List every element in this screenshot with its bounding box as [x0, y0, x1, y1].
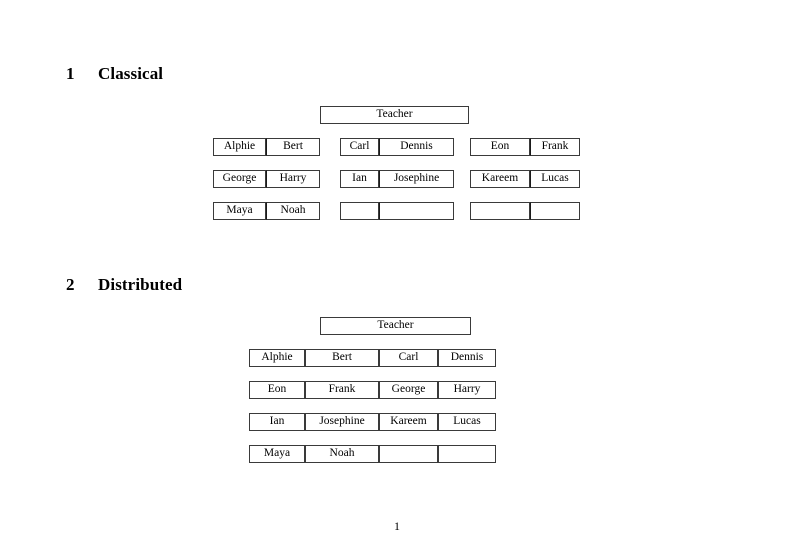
- classical-cell-empty: [340, 202, 379, 220]
- classical-cell: Ian: [340, 170, 379, 188]
- distributed-cell: Noah: [305, 445, 379, 463]
- classical-cell: George: [213, 170, 266, 188]
- classical-group-1-row-2: George Harry: [213, 170, 320, 188]
- distributed-cell: Carl: [379, 349, 438, 367]
- section-number: 2: [66, 275, 75, 294]
- classical-teacher-box: Teacher: [320, 106, 469, 124]
- distributed-cell: Harry: [438, 381, 496, 399]
- distributed-cell: Frank: [305, 381, 379, 399]
- classical-group-2-row-3: [340, 202, 454, 220]
- distributed-cell: Ian: [249, 413, 305, 431]
- section-number: 1: [66, 64, 75, 83]
- classical-cell-empty: [530, 202, 580, 220]
- distributed-cell: Lucas: [438, 413, 496, 431]
- classical-cell: Noah: [266, 202, 320, 220]
- classical-group-3-row-2: Kareem Lucas: [470, 170, 580, 188]
- section-heading-classical: 1 Classical: [66, 64, 163, 84]
- classical-group-1-row-3: Maya Noah: [213, 202, 320, 220]
- classical-cell-empty: [379, 202, 454, 220]
- distributed-cell: George: [379, 381, 438, 399]
- distributed-cell: Bert: [305, 349, 379, 367]
- distributed-cell: Kareem: [379, 413, 438, 431]
- distributed-row: Ian Josephine Kareem Lucas: [249, 413, 496, 431]
- distributed-cell: Eon: [249, 381, 305, 399]
- classical-cell: Dennis: [379, 138, 454, 156]
- section-title: Classical: [98, 64, 164, 83]
- distributed-teacher-row: Teacher: [249, 317, 496, 335]
- classical-teacher-row: Teacher: [213, 106, 580, 124]
- classical-cell: Carl: [340, 138, 379, 156]
- classical-row: Alphie Bert Carl Dennis Eon Frank: [213, 138, 580, 156]
- classical-cell: Bert: [266, 138, 320, 156]
- page-number: 1: [394, 519, 400, 533]
- classical-cell-empty: [470, 202, 530, 220]
- distributed-row: Eon Frank George Harry: [249, 381, 496, 399]
- classical-row: Maya Noah: [213, 202, 580, 220]
- classical-group-1-row-1: Alphie Bert: [213, 138, 320, 156]
- distributed-row: Maya Noah: [249, 445, 496, 463]
- distributed-cell-empty: [379, 445, 438, 463]
- distributed-teacher-box: Teacher: [320, 317, 471, 335]
- classical-diagram: Teacher Alphie Bert Carl Dennis Eon Fran…: [213, 106, 580, 220]
- classical-group-2-row-1: Carl Dennis: [340, 138, 454, 156]
- distributed-cell: Josephine: [305, 413, 379, 431]
- classical-cell: Harry: [266, 170, 320, 188]
- distributed-cell: Dennis: [438, 349, 496, 367]
- distributed-cell: Maya: [249, 445, 305, 463]
- distributed-row: Alphie Bert Carl Dennis: [249, 349, 496, 367]
- classical-cell: Alphie: [213, 138, 266, 156]
- distributed-cell: Alphie: [249, 349, 305, 367]
- section-title: Distributed: [98, 275, 183, 294]
- classical-group-2-row-2: Ian Josephine: [340, 170, 454, 188]
- classical-cell: Maya: [213, 202, 266, 220]
- classical-row: George Harry Ian Josephine Kareem Lucas: [213, 170, 580, 188]
- section-heading-distributed: 2 Distributed: [66, 275, 182, 295]
- classical-cell: Frank: [530, 138, 580, 156]
- classical-cell: Josephine: [379, 170, 454, 188]
- classical-cell: Kareem: [470, 170, 530, 188]
- classical-cell: Lucas: [530, 170, 580, 188]
- classical-cell: Eon: [470, 138, 530, 156]
- classical-group-3-row-3: [470, 202, 580, 220]
- distributed-diagram: Teacher Alphie Bert Carl Dennis Eon Fran…: [249, 317, 496, 463]
- classical-group-3-row-1: Eon Frank: [470, 138, 580, 156]
- distributed-cell-empty: [438, 445, 496, 463]
